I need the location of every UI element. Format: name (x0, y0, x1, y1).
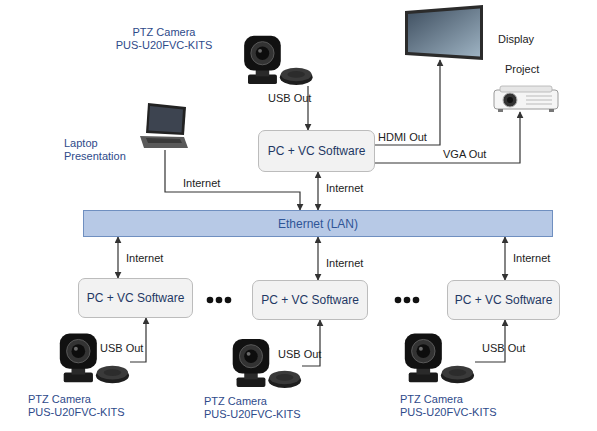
node-text: PUS-U20FVC-KITS (114, 39, 214, 52)
projector-node: Project (492, 85, 560, 112)
node-text: PC + VC Software (455, 293, 553, 307)
laptop-node: Laptop Presentation (140, 103, 188, 150)
node-text: PTZ Camera (28, 393, 143, 406)
edge-label: USB Out (278, 348, 321, 361)
node-text: Ethernet (LAN) (278, 217, 358, 231)
node-text: PTZ Camera (400, 393, 515, 406)
node-label: Display (498, 33, 558, 46)
edge-label: USB Out (268, 92, 311, 105)
edge-label: USB Out (482, 342, 525, 355)
node-label: PTZ CameraPUS-U20FVC-KITS (400, 393, 515, 419)
connector-arrow (504, 237, 505, 280)
node-text: PTZ Camera (204, 395, 319, 408)
network-band: Ethernet (LAN) (83, 210, 553, 237)
connector-arrow (130, 318, 146, 362)
ptz-camera (60, 334, 129, 384)
node-label: PTZ CameraPUS-U20FVC-KITS (28, 393, 143, 419)
node-text-group: PC + VC Software (455, 293, 553, 307)
display-screen (405, 5, 483, 60)
node-text: Laptop Presentation (64, 137, 136, 163)
camera-node: PTZ CameraPUS-U20FVC-KITS (225, 333, 302, 391)
node-text: PTZ Camera (114, 26, 214, 39)
edge-label: Internet (126, 252, 163, 265)
process-box: PC + VC Software (258, 130, 375, 172)
process-box: PC + VC Software (78, 278, 193, 318)
node-text: Display (498, 33, 558, 46)
node-label: Project (505, 63, 565, 76)
node-text: PC + VC Software (268, 144, 366, 158)
ptz-camera (405, 334, 474, 384)
connector-arrow (317, 172, 318, 210)
node-text: PUS-U20FVC-KITS (400, 406, 515, 419)
projector (494, 86, 558, 112)
camera-node: PTZ CameraPUS-U20FVC-KITS (397, 328, 475, 386)
connector-arrow (117, 237, 118, 278)
node-text: Project (505, 63, 565, 76)
edge-label: Internet (183, 177, 220, 190)
display-node: Display (405, 5, 483, 60)
node-text: PC + VC Software (261, 293, 359, 307)
camera-node: PTZ CameraPUS-U20FVC-KITS (232, 32, 318, 86)
node-text-group: PC + VC Software (87, 291, 185, 305)
node-text: PUS-U20FVC-KITS (204, 408, 319, 421)
process-box: PC + VC Software (447, 280, 560, 320)
node-text-group: PC + VC Software (268, 144, 366, 158)
edge-label: USB Out (100, 342, 143, 355)
camera-node: PTZ CameraPUS-U20FVC-KITS (52, 328, 130, 386)
connector-arrow (375, 60, 440, 145)
node-label: PTZ CameraPUS-U20FVC-KITS (114, 26, 214, 52)
node-text: PC + VC Software (87, 291, 185, 305)
ptz-camera (244, 36, 312, 85)
edge-label: Internet (326, 257, 363, 270)
ptz-camera (233, 339, 301, 388)
connector-arrow (317, 237, 318, 280)
edge-label: Internet (513, 252, 550, 265)
node-label: Laptop Presentation (64, 137, 136, 163)
edge-label: VGA Out (443, 148, 486, 161)
node-text-group: PC + VC Software (261, 293, 359, 307)
connector-arrow (375, 112, 520, 163)
node-label: PTZ CameraPUS-U20FVC-KITS (204, 395, 319, 421)
node-text: PUS-U20FVC-KITS (28, 406, 143, 419)
edge-label: HDMI Out (378, 131, 427, 144)
laptop (140, 103, 188, 148)
edge-label: Internet (326, 182, 363, 195)
node-text-group: Ethernet (LAN) (278, 217, 358, 231)
process-box: PC + VC Software (252, 280, 368, 320)
connector-arrow (475, 320, 505, 362)
